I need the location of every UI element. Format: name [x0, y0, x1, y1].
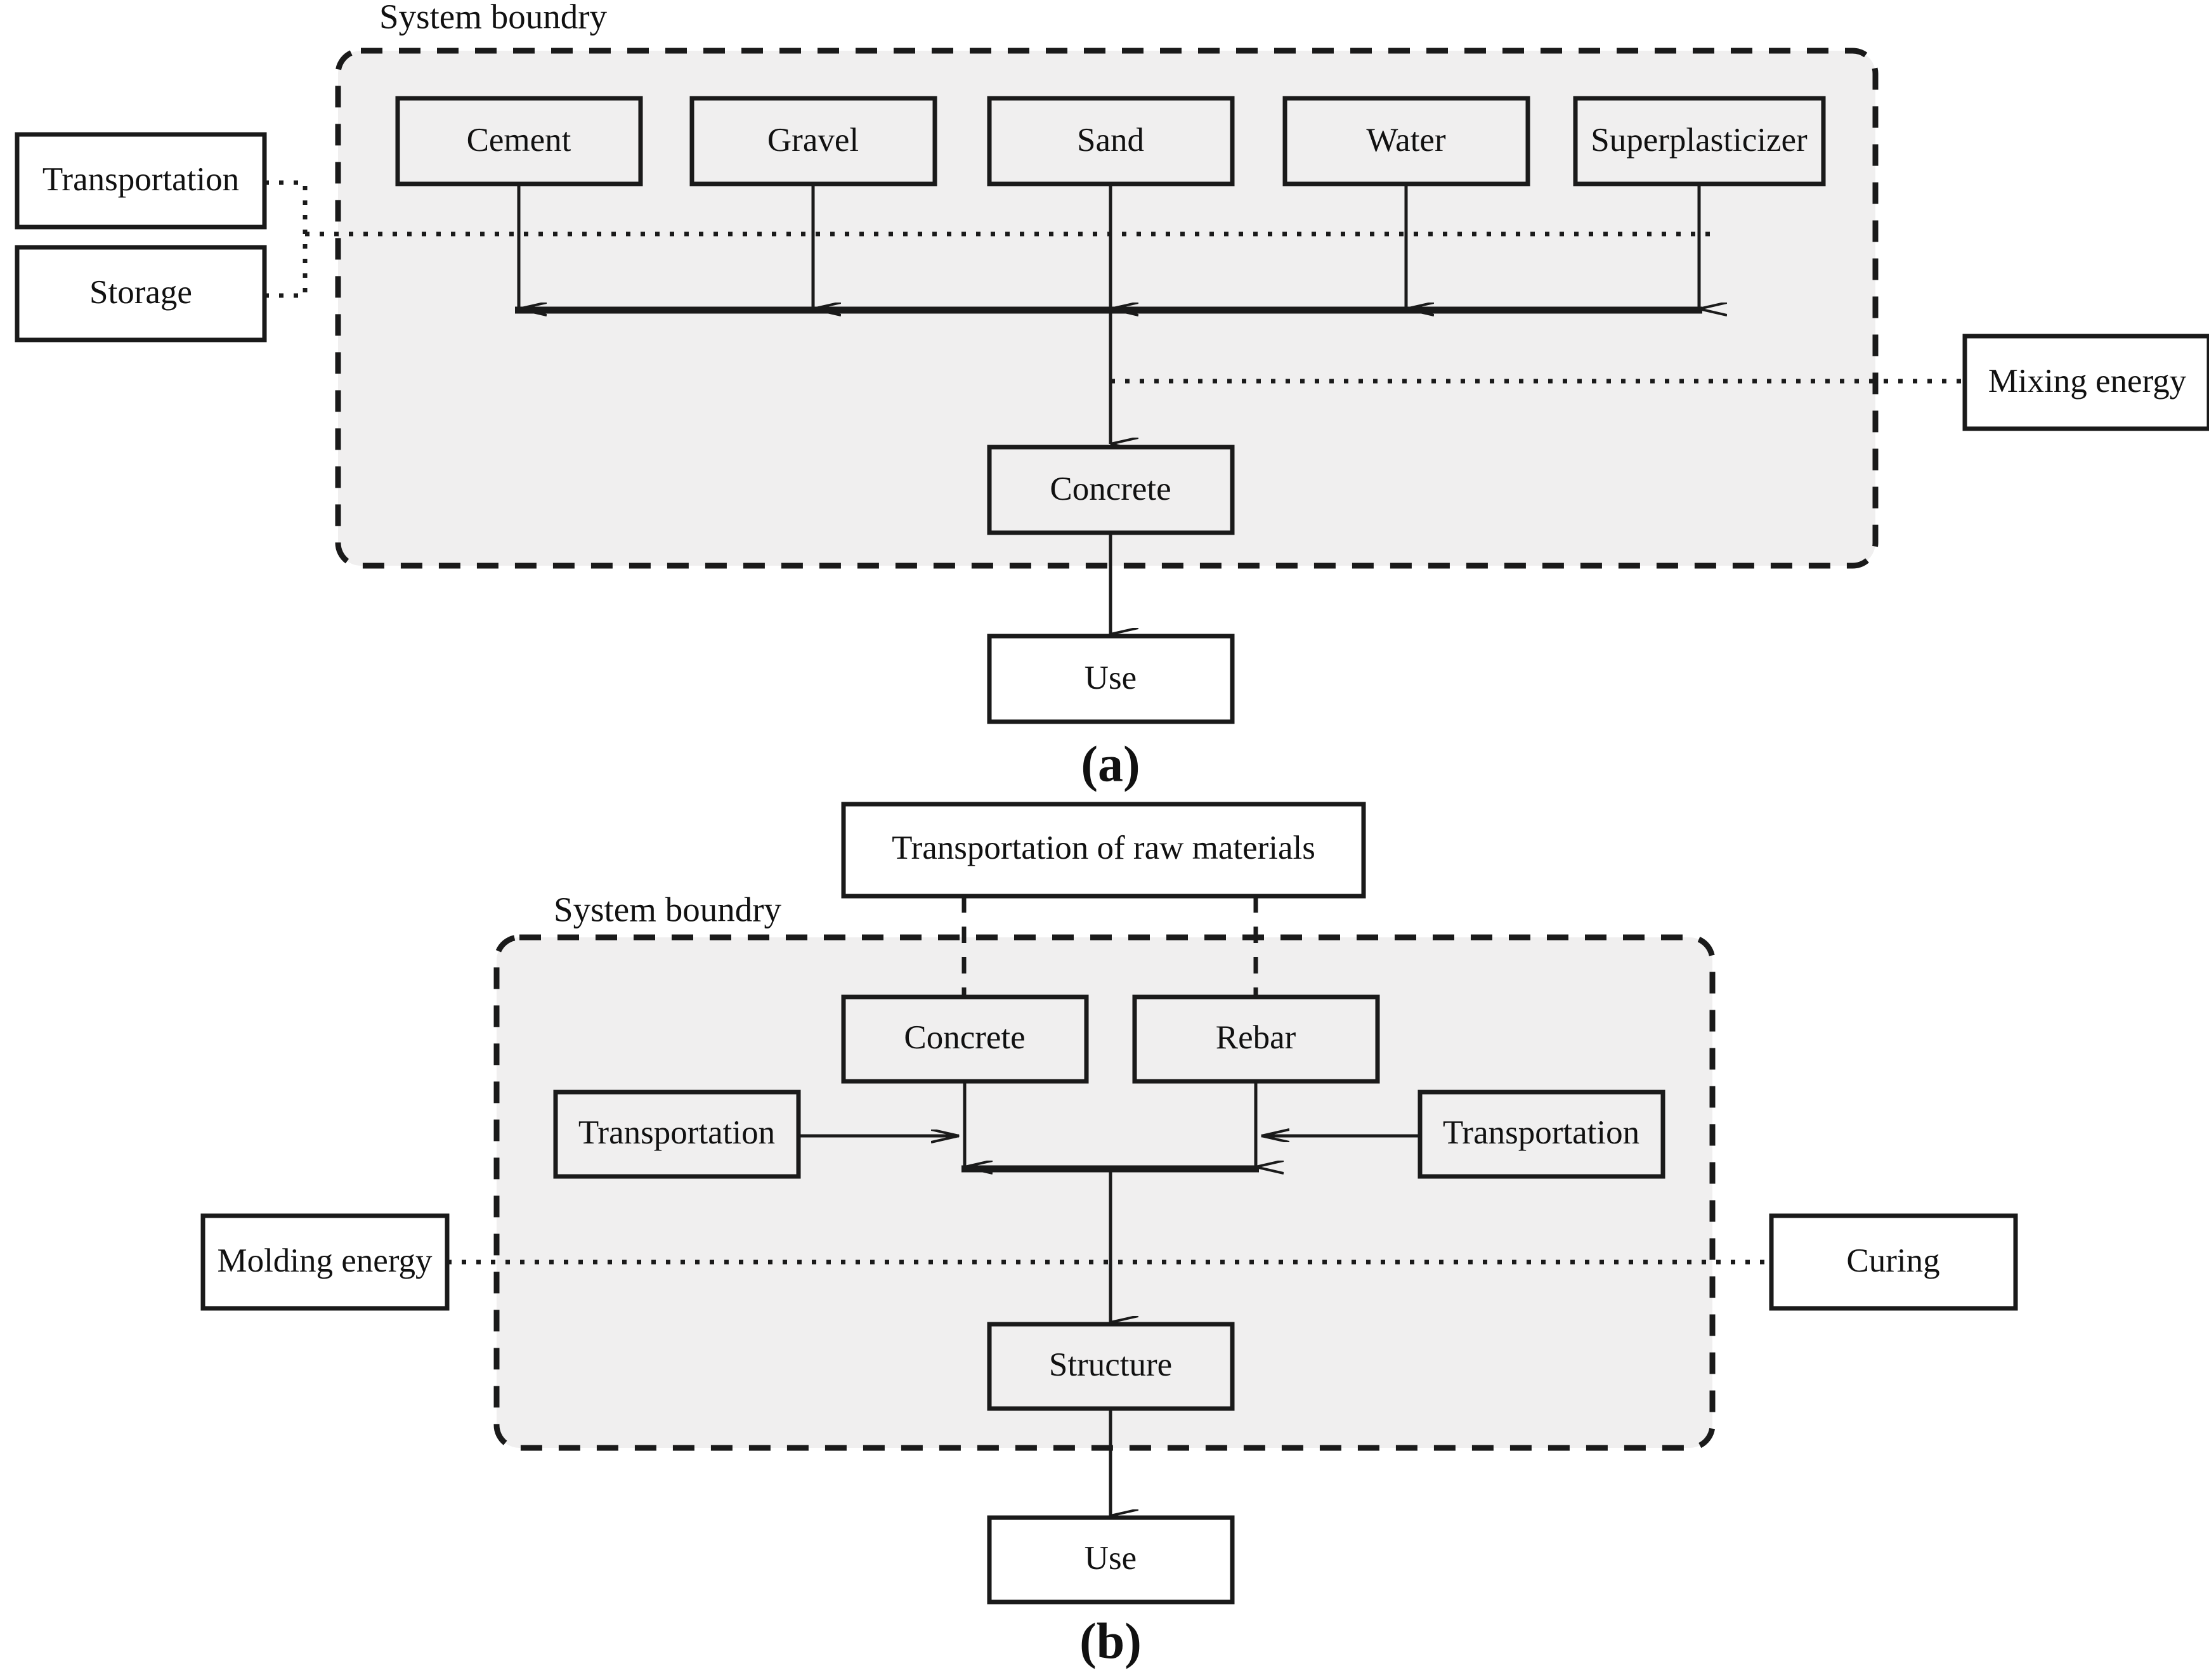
use-label-a: Use — [1085, 660, 1137, 696]
use-box-a[interactable] — [987, 634, 1235, 724]
cement-box-bg — [398, 98, 641, 184]
panel-b: Transportation of raw materials System b… — [200, 802, 2018, 1669]
concrete-label-b: Concrete — [904, 1019, 1025, 1056]
curing-label: Curing — [1846, 1242, 1939, 1279]
superplasticizer-label: Superplasticizer — [1591, 122, 1808, 159]
panel-b-caption: (b) — [1079, 1613, 1142, 1669]
use-box-bg-a — [989, 636, 1232, 722]
storage-box-bg — [17, 247, 264, 340]
concrete-label-a: Concrete — [1050, 471, 1171, 507]
transportation-raw-materials-box-bg — [844, 804, 1364, 896]
transportation-left-label-b: Transportation — [578, 1114, 775, 1151]
transportation-right-label-b: Transportation — [1443, 1114, 1639, 1151]
molding-energy-box-bg — [203, 1216, 447, 1308]
gravel-label: Gravel — [767, 122, 859, 159]
rebar-label: Rebar — [1216, 1019, 1296, 1056]
transportation-label-a: Transportation — [42, 161, 239, 198]
transportation-right-box-bg-b — [1420, 1092, 1663, 1176]
cement-label: Cement — [467, 122, 571, 159]
transportation-storage-connector-top — [264, 180, 308, 234]
transportation-raw-materials-box[interactable] — [841, 802, 1366, 899]
sand-label: Sand — [1077, 122, 1144, 159]
transportation-box-bg-a — [17, 134, 264, 227]
panel-b-boundary-label: System boundry — [554, 890, 782, 929]
structure-box-bg — [989, 1324, 1232, 1409]
panel-a: System boundry Transportation Storage Ce… — [15, 0, 2209, 792]
mixing-energy-label: Mixing energy — [1988, 363, 2187, 400]
water-label: Water — [1366, 122, 1446, 159]
use-box-b[interactable] — [987, 1515, 1235, 1605]
rebar-box-bg — [1135, 997, 1378, 1081]
mixing-energy-box[interactable] — [1962, 334, 2209, 431]
structure-label: Structure — [1049, 1346, 1172, 1383]
transportation-storage-connector-bottom — [264, 234, 308, 298]
mixing-energy-box-bg — [1965, 336, 2209, 429]
superplasticizer-box-bg — [1575, 98, 1823, 184]
transportation-left-box-bg-b — [556, 1092, 798, 1176]
water-box-bg — [1285, 98, 1528, 184]
panel-a-boundary-label: System boundry — [379, 0, 608, 36]
gravel-box-bg — [692, 98, 935, 184]
use-box-bg-b — [989, 1518, 1232, 1602]
panel-b-system-boundary — [493, 934, 1716, 1451]
molding-energy-label: Molding energy — [217, 1242, 433, 1279]
use-label-b: Use — [1085, 1540, 1137, 1577]
concrete-box-bg-b — [844, 997, 1086, 1081]
storage-label: Storage — [89, 274, 192, 311]
curing-box[interactable] — [1769, 1213, 2018, 1311]
curing-box-bg — [1771, 1216, 2016, 1308]
sand-box-bg — [989, 98, 1232, 184]
transportation-raw-materials-label: Transportation of raw materials — [892, 830, 1315, 866]
concrete-box-bg-a — [989, 447, 1232, 533]
panel-a-caption: (a) — [1081, 736, 1140, 792]
